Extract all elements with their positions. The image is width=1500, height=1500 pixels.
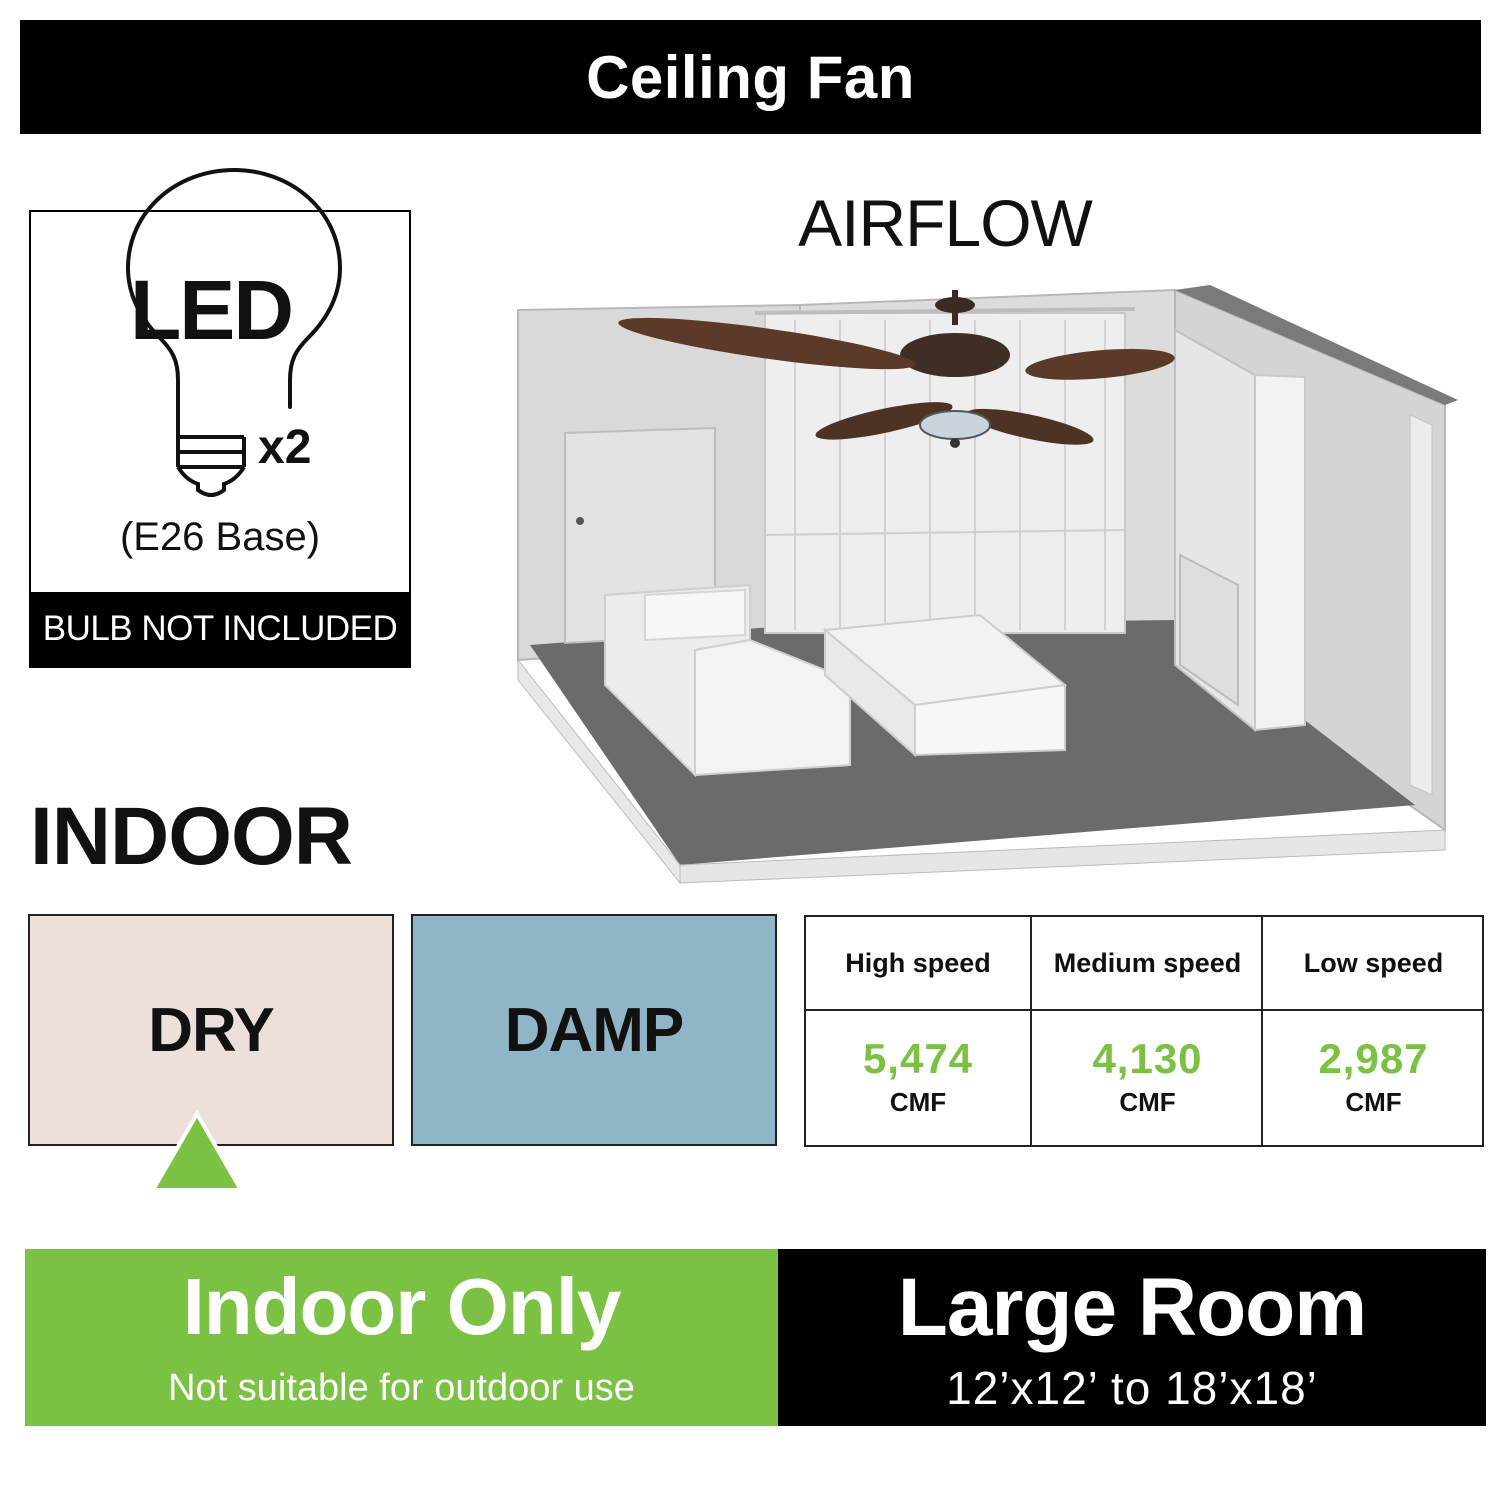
speed-unit: CMF xyxy=(1345,1087,1402,1117)
speed-value: 2,987 xyxy=(1318,1035,1429,1082)
bulb-count: x2 xyxy=(258,421,312,474)
indoor-heading: INDOOR xyxy=(30,791,353,882)
speed-header: Low speed xyxy=(1263,917,1484,1011)
dry-label: DRY xyxy=(148,995,275,1065)
light-bulb-icon xyxy=(125,167,343,497)
room-with-ceiling-fan-illustration xyxy=(517,285,1458,885)
header-bar: Ceiling Fan xyxy=(20,20,1481,134)
room-size-banner: Large Room 12’x12’ to 18’x18’ xyxy=(778,1249,1486,1426)
damp-label: DAMP xyxy=(504,995,685,1065)
speed-unit: CMF xyxy=(889,1087,947,1117)
speed-unit: CMF xyxy=(1119,1087,1176,1117)
bulb-info-box xyxy=(29,210,411,668)
speed-value: 4,130 xyxy=(1092,1035,1203,1082)
indoor-only-subtitle: Not suitable for outdoor use xyxy=(168,1367,635,1409)
room-size-range: 12’x12’ to 18’x18’ xyxy=(946,1362,1318,1414)
page-title: Ceiling Fan xyxy=(586,43,915,111)
speed-column-medium: Medium speed 4,130 CMF xyxy=(1030,917,1263,1145)
bulb-note: BULB NOT INCLUDED xyxy=(42,609,398,648)
bulb-base-label: (E26 Base) xyxy=(119,515,321,559)
selected-indicator-icon xyxy=(149,1110,245,1192)
led-label: LED xyxy=(130,263,294,357)
bulb-not-included-bar: BULB NOT INCLUDED xyxy=(31,592,409,666)
speed-value: 5,474 xyxy=(862,1035,974,1082)
speed-column-high: High speed 5,474 CMF xyxy=(806,917,1030,1145)
damp-rating-box: DAMP xyxy=(411,914,777,1146)
indoor-only-title: Indoor Only xyxy=(182,1262,622,1351)
room-size-title: Large Room xyxy=(897,1262,1367,1353)
speed-header: Medium speed xyxy=(1032,917,1263,1011)
speed-column-low: Low speed 2,987 CMF xyxy=(1261,917,1484,1145)
indoor-only-banner: Indoor Only Not suitable for outdoor use xyxy=(25,1249,778,1426)
airflow-speed-table: High speed 5,474 CMF Medium speed 4,130 … xyxy=(804,915,1484,1147)
speed-header: High speed xyxy=(806,917,1030,1011)
airflow-title: AIRFLOW xyxy=(798,186,1093,260)
dry-rating-box: DRY xyxy=(28,914,394,1146)
